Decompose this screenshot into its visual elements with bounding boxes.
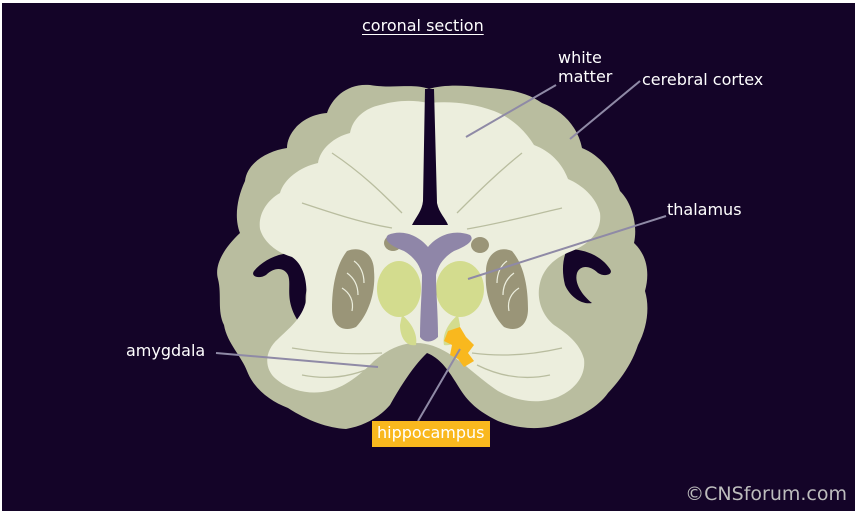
cerebral-cortex-leader [570,81,640,139]
thalamus-right [436,261,484,317]
copyright-credit: ©CNSforum.com [685,483,847,505]
thalamus-small-right [471,237,489,253]
label-cerebral-cortex: cerebral cortex [642,70,763,89]
label-white-matter: white matter [558,48,612,86]
diagram-title: coronal section [362,16,484,35]
thalamus-left [377,261,421,317]
diagram-frame: coronal section white matter cerebral co… [2,3,855,511]
label-hippocampus: hippocampus [372,421,490,447]
label-thalamus: thalamus [667,200,742,219]
label-amygdala: amygdala [126,341,205,360]
